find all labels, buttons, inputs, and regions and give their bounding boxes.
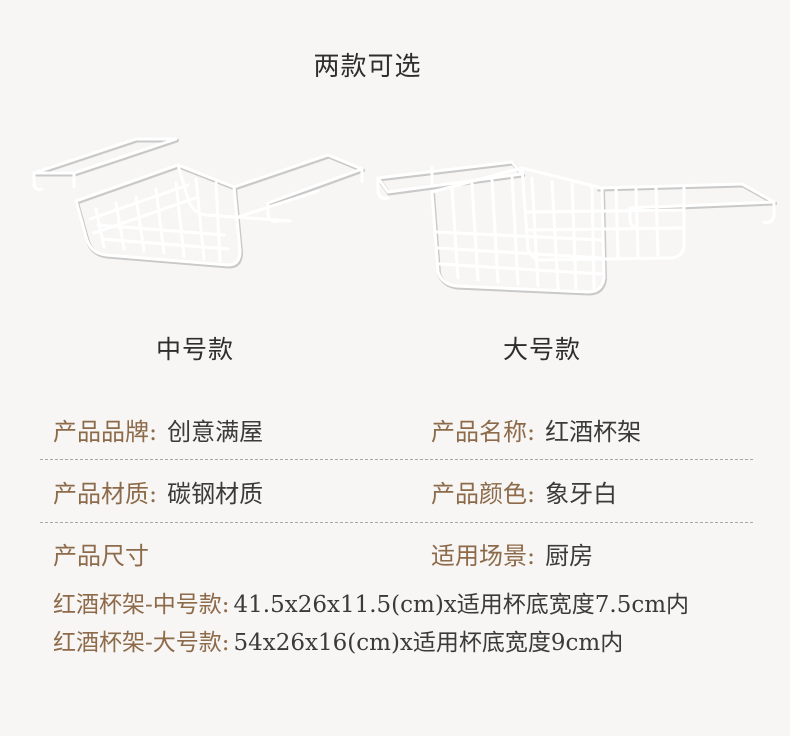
spec-brand-label: 产品品牌: <box>53 418 158 446</box>
variant-label-large: 大号款 <box>503 335 582 364</box>
spec-material-value: 碳钢材质 <box>167 480 264 508</box>
size-row-large: 红酒杯架-大号款:54x26x16(cm)x适用杯底宽度9cm内 <box>53 623 623 657</box>
spec-material-label: 产品材质: <box>53 480 158 508</box>
spec-name-value: 红酒杯架 <box>545 418 642 446</box>
spec-scene: 适用场景: 厨房 <box>431 536 593 571</box>
size-row-medium: 红酒杯架-中号款:41.5x26x11.5(cm)x适用杯底宽度7.5cm内 <box>53 585 689 619</box>
spec-row-1: 产品品牌: 创意满屋 产品名称: 红酒杯架 <box>0 412 790 452</box>
size-medium-value: 41.5x26x11.5(cm)x适用杯底宽度7.5cm内 <box>233 592 690 618</box>
spec-color-value: 象牙白 <box>545 480 618 508</box>
variant-label-medium: 中号款 <box>156 335 235 364</box>
spec-brand-value: 创意满屋 <box>167 418 264 446</box>
size-large-label: 红酒杯架-大号款: <box>53 630 230 656</box>
divider-2 <box>40 522 753 523</box>
product-image-medium <box>28 125 368 285</box>
spec-row-3: 产品尺寸 适用场景: 厨房 <box>0 536 790 576</box>
spec-material: 产品材质: 碳钢材质 <box>53 474 263 509</box>
spec-color: 产品颜色: 象牙白 <box>431 474 617 509</box>
spec-color-label: 产品颜色: <box>431 480 536 508</box>
spec-scene-value: 厨房 <box>545 542 594 570</box>
product-image-large <box>372 148 782 320</box>
spec-size-label: 产品尺寸 <box>53 542 149 570</box>
spec-name-label: 产品名称: <box>431 418 536 446</box>
headline: 两款可选 <box>313 52 422 82</box>
size-large-value: 54x26x16(cm)x适用杯底宽度9cm内 <box>233 630 624 656</box>
spec-size: 产品尺寸 <box>53 536 149 571</box>
spec-brand: 产品品牌: 创意满屋 <box>53 412 263 447</box>
size-medium-label: 红酒杯架-中号款: <box>53 592 230 618</box>
spec-row-2: 产品材质: 碳钢材质 产品颜色: 象牙白 <box>0 474 790 514</box>
spec-scene-label: 适用场景: <box>431 542 536 570</box>
spec-name: 产品名称: 红酒杯架 <box>431 412 641 447</box>
divider-1 <box>40 459 753 460</box>
